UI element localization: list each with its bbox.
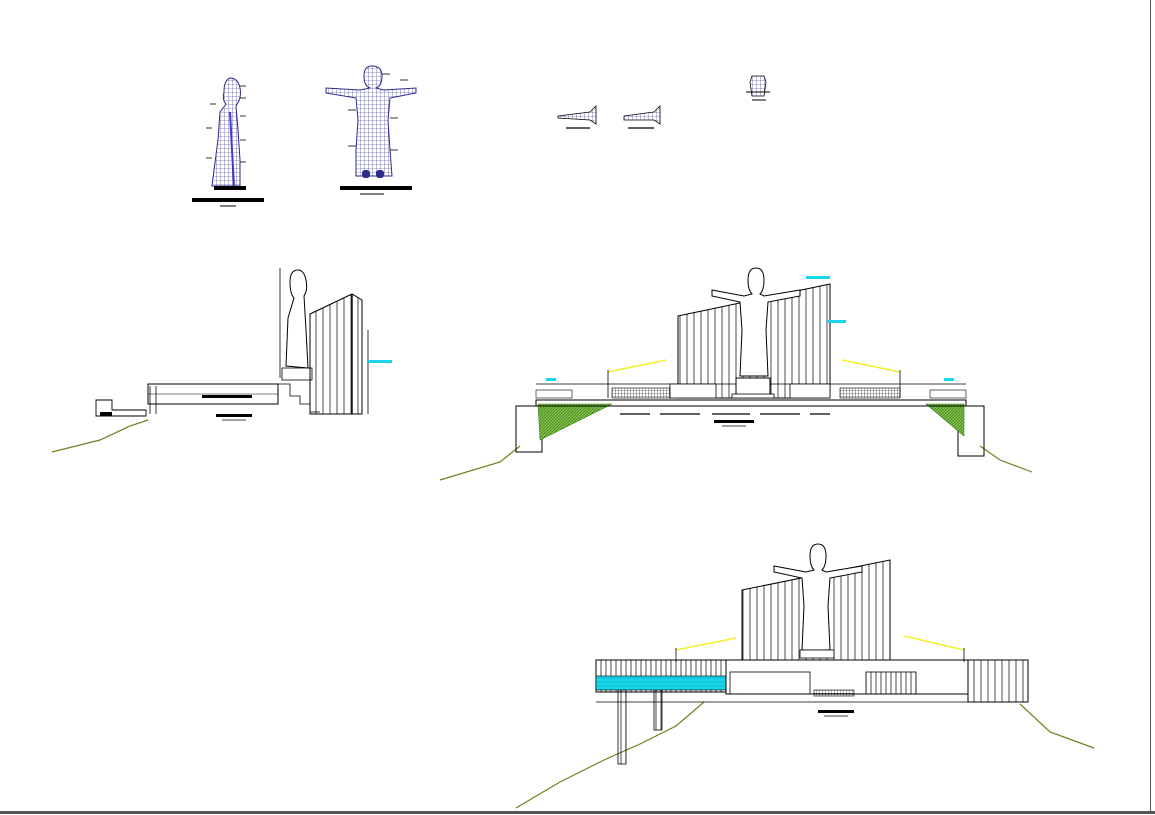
sheet-frame-bottom [0,811,1155,814]
sheet-frame-right [1150,0,1151,812]
statue-detail-plan-views [557,75,770,129]
monument-side-section [51,268,392,453]
statue-mesh-side-view [192,77,264,207]
monument-front-elevation [439,267,1033,481]
monument-perspective-elevation [515,543,1095,809]
cyan-annotation-tag [368,360,392,363]
terrain-line [51,419,149,453]
water-feature [595,675,727,691]
statue-mesh-front-view [325,65,417,195]
